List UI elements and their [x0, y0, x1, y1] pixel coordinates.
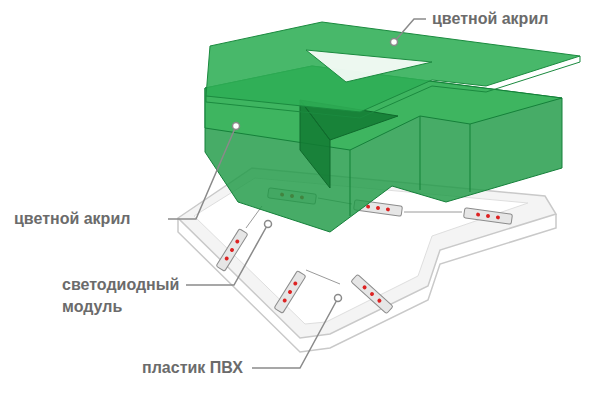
- leader-line: [252, 298, 338, 368]
- leader-dots: [233, 39, 398, 302]
- face-hole: [306, 50, 432, 82]
- leader-line: [168, 126, 236, 219]
- part-label: цветной акрил: [14, 208, 130, 230]
- leader-dot: [265, 221, 272, 228]
- part-label: цветной акрил: [432, 8, 548, 30]
- acrylic-face: [206, 22, 580, 118]
- leader-dot: [335, 295, 342, 302]
- part-label: пластик ПВХ: [142, 357, 243, 379]
- leader-dot: [233, 123, 240, 130]
- led-module: [464, 208, 513, 225]
- face-edge: [206, 56, 580, 118]
- leader-line: [186, 224, 268, 285]
- wall-edge: [350, 116, 470, 216]
- leader-dot: [391, 39, 398, 46]
- leader-line: [394, 19, 426, 42]
- led-module: [216, 229, 248, 272]
- leader-lines: [168, 19, 426, 368]
- base-edge: [178, 214, 556, 352]
- face-sheet: [206, 22, 580, 112]
- led-module: [274, 271, 306, 314]
- part-label: светодиодный модуль: [62, 274, 182, 318]
- led-module: [351, 274, 393, 314]
